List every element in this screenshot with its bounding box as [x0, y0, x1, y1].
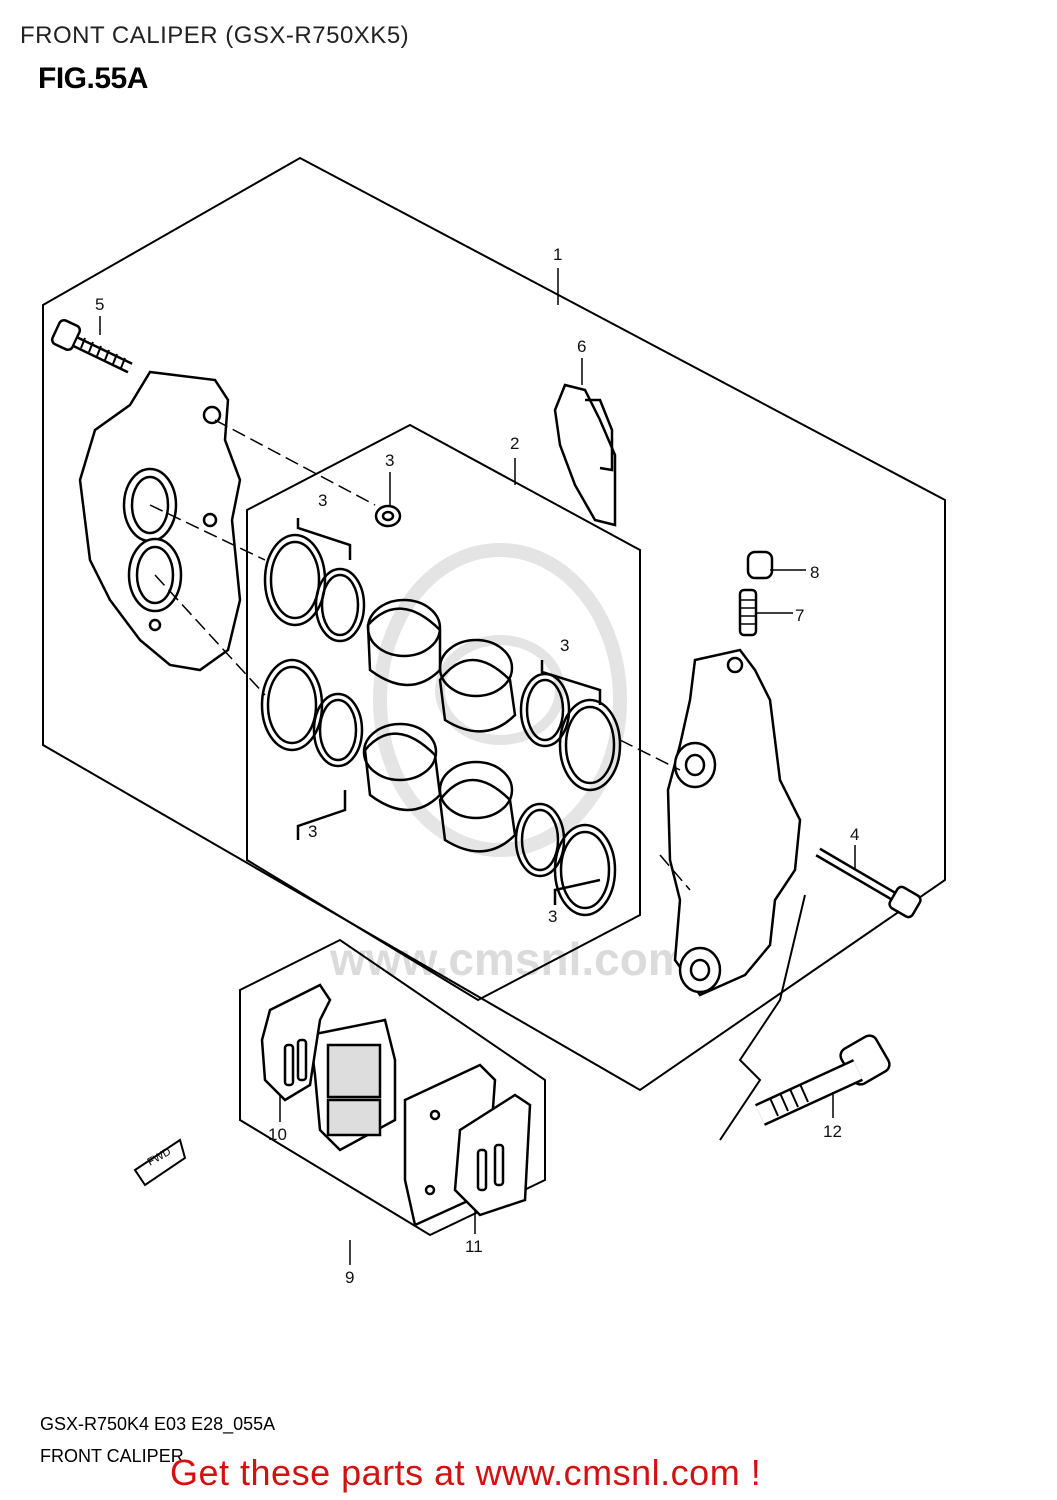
watermark-text: www.cmsnl.com	[329, 933, 689, 985]
callout-5: 5	[95, 295, 104, 314]
brake-pad-left	[308, 1018, 397, 1152]
promo-link[interactable]: Get these parts at www.cmsnl.com !	[170, 1452, 762, 1493]
bleeder-cap-8	[746, 550, 774, 580]
forward-direction-arrow: FWD	[133, 1138, 187, 1187]
callout-3: 3	[385, 451, 394, 470]
washer-3	[374, 504, 402, 528]
callout-6: 6	[577, 337, 586, 356]
break-line	[719, 894, 806, 1141]
callout-labels: 1 2 3 3 3 3 3 4 5 6 7 8 9 10 11 12	[95, 245, 859, 1287]
pad-spring-6	[553, 383, 617, 527]
callout-3: 3	[308, 822, 317, 841]
callout-4: 4	[850, 825, 859, 844]
callout-1: 1	[553, 245, 562, 264]
callout-3: 3	[560, 636, 569, 655]
diagram-name: FRONT CALIPER	[40, 1446, 184, 1466]
callout-7: 7	[795, 606, 804, 625]
callout-3: 3	[548, 907, 557, 926]
callout-2: 2	[510, 434, 519, 453]
page-title: FRONT CALIPER (GSX-R750XK5)	[20, 22, 410, 49]
right-caliper-half	[666, 648, 802, 997]
mount-bolt-12	[754, 1034, 891, 1126]
bolt-5	[50, 318, 133, 374]
callout-9: 9	[345, 1268, 354, 1287]
callout-leaders	[99, 268, 856, 1265]
bleeder-valve-7	[738, 588, 758, 637]
callout-10: 10	[268, 1125, 287, 1144]
diagram-code: GSX-R750K4 E03 E28_055A	[40, 1414, 276, 1434]
left-caliper-half	[78, 370, 242, 672]
figure-label: FIG.55A	[38, 62, 148, 95]
watermark: www.cmsnl.com	[329, 543, 689, 985]
pad-shim-10	[260, 983, 332, 1102]
callout-12: 12	[823, 1122, 842, 1141]
assembly-outline-caliper	[42, 156, 946, 1092]
callout-3: 3	[318, 491, 327, 510]
callout-11: 11	[465, 1237, 483, 1256]
assembly-outline-piston-kit	[246, 423, 641, 1002]
assembly-outline-pad-set	[239, 938, 546, 1237]
seal-and-piston-set	[260, 518, 622, 917]
pad-pin-4	[815, 847, 922, 919]
callout-8: 8	[810, 563, 819, 582]
pad-shim-11	[453, 1093, 532, 1217]
center-lines	[149, 419, 691, 891]
